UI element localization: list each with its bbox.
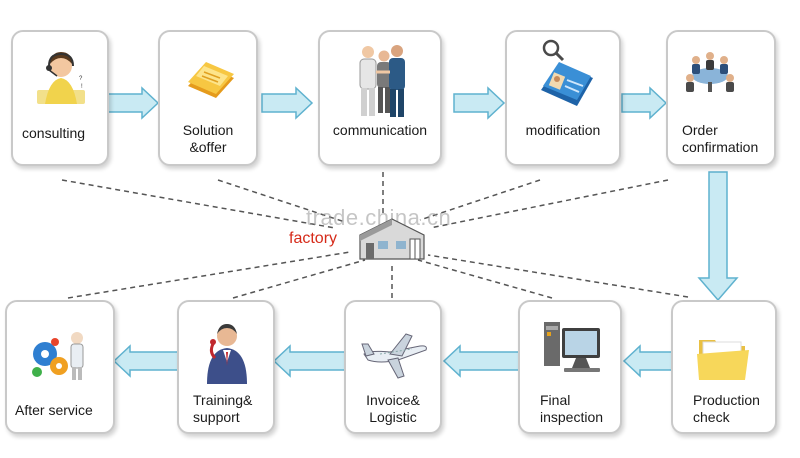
spoke-after <box>67 251 351 299</box>
factory-building-icon <box>359 218 425 260</box>
step-training: Training& support <box>177 300 275 434</box>
spoke-training <box>232 259 366 299</box>
spoke-inspection <box>417 259 553 299</box>
business-people-icon <box>359 45 405 117</box>
spoke-modification <box>419 179 541 221</box>
step-label: After service <box>15 402 93 418</box>
support-agent-icon <box>207 324 247 384</box>
spoke-order <box>429 179 669 229</box>
flow-arrow-2 <box>261 86 314 120</box>
spoke-solution <box>217 179 346 223</box>
flow-arrow-7 <box>272 344 347 378</box>
step-label: Invoice& Logistic <box>366 392 420 425</box>
step-label: consulting <box>22 125 86 141</box>
step-label: Final inspection <box>540 392 604 425</box>
svg-text:!: ! <box>81 84 83 90</box>
step-modification: modification <box>505 30 621 166</box>
step-communication: communication <box>318 30 442 166</box>
spoke-consulting <box>61 179 336 229</box>
flow-arrow-1 <box>107 86 160 120</box>
step-consulting: ? ! consulting <box>11 30 109 166</box>
svg-text:?: ? <box>79 76 83 82</box>
step-label: Solution &offer <box>182 122 234 155</box>
document-folder-icon <box>188 62 234 98</box>
service-gears-icon <box>32 332 84 380</box>
flow-arrow-4 <box>621 86 668 120</box>
id-card-magnifier-icon <box>541 39 593 106</box>
spoke-production <box>427 254 689 298</box>
open-folder-icon <box>697 340 749 380</box>
step-after: After service <box>5 300 115 434</box>
flow-arrow-8 <box>112 344 179 378</box>
flow-arrow-6 <box>442 344 520 378</box>
flow-arrow-3 <box>453 86 506 120</box>
step-label: communication <box>332 122 428 138</box>
flow-arrow-down <box>697 171 739 302</box>
step-label: Production check <box>693 392 760 425</box>
step-order: Order confirmation <box>666 30 776 166</box>
step-inspection: Final inspection <box>518 300 622 434</box>
meeting-table-icon <box>686 52 734 92</box>
operator-headset-icon: ? ! <box>37 52 85 104</box>
step-invoice: Invoice& Logistic <box>344 300 442 434</box>
step-label: Order confirmation <box>682 122 759 155</box>
airplane-icon <box>361 333 427 379</box>
step-solution: Solution &offer <box>158 30 258 166</box>
computer-monitor-icon <box>544 322 600 372</box>
step-label: modification <box>525 122 601 138</box>
factory-label: factory <box>289 230 338 247</box>
flow-arrow-5 <box>622 344 673 378</box>
step-label: Training& support <box>193 392 253 425</box>
step-production: Production check <box>671 300 777 434</box>
